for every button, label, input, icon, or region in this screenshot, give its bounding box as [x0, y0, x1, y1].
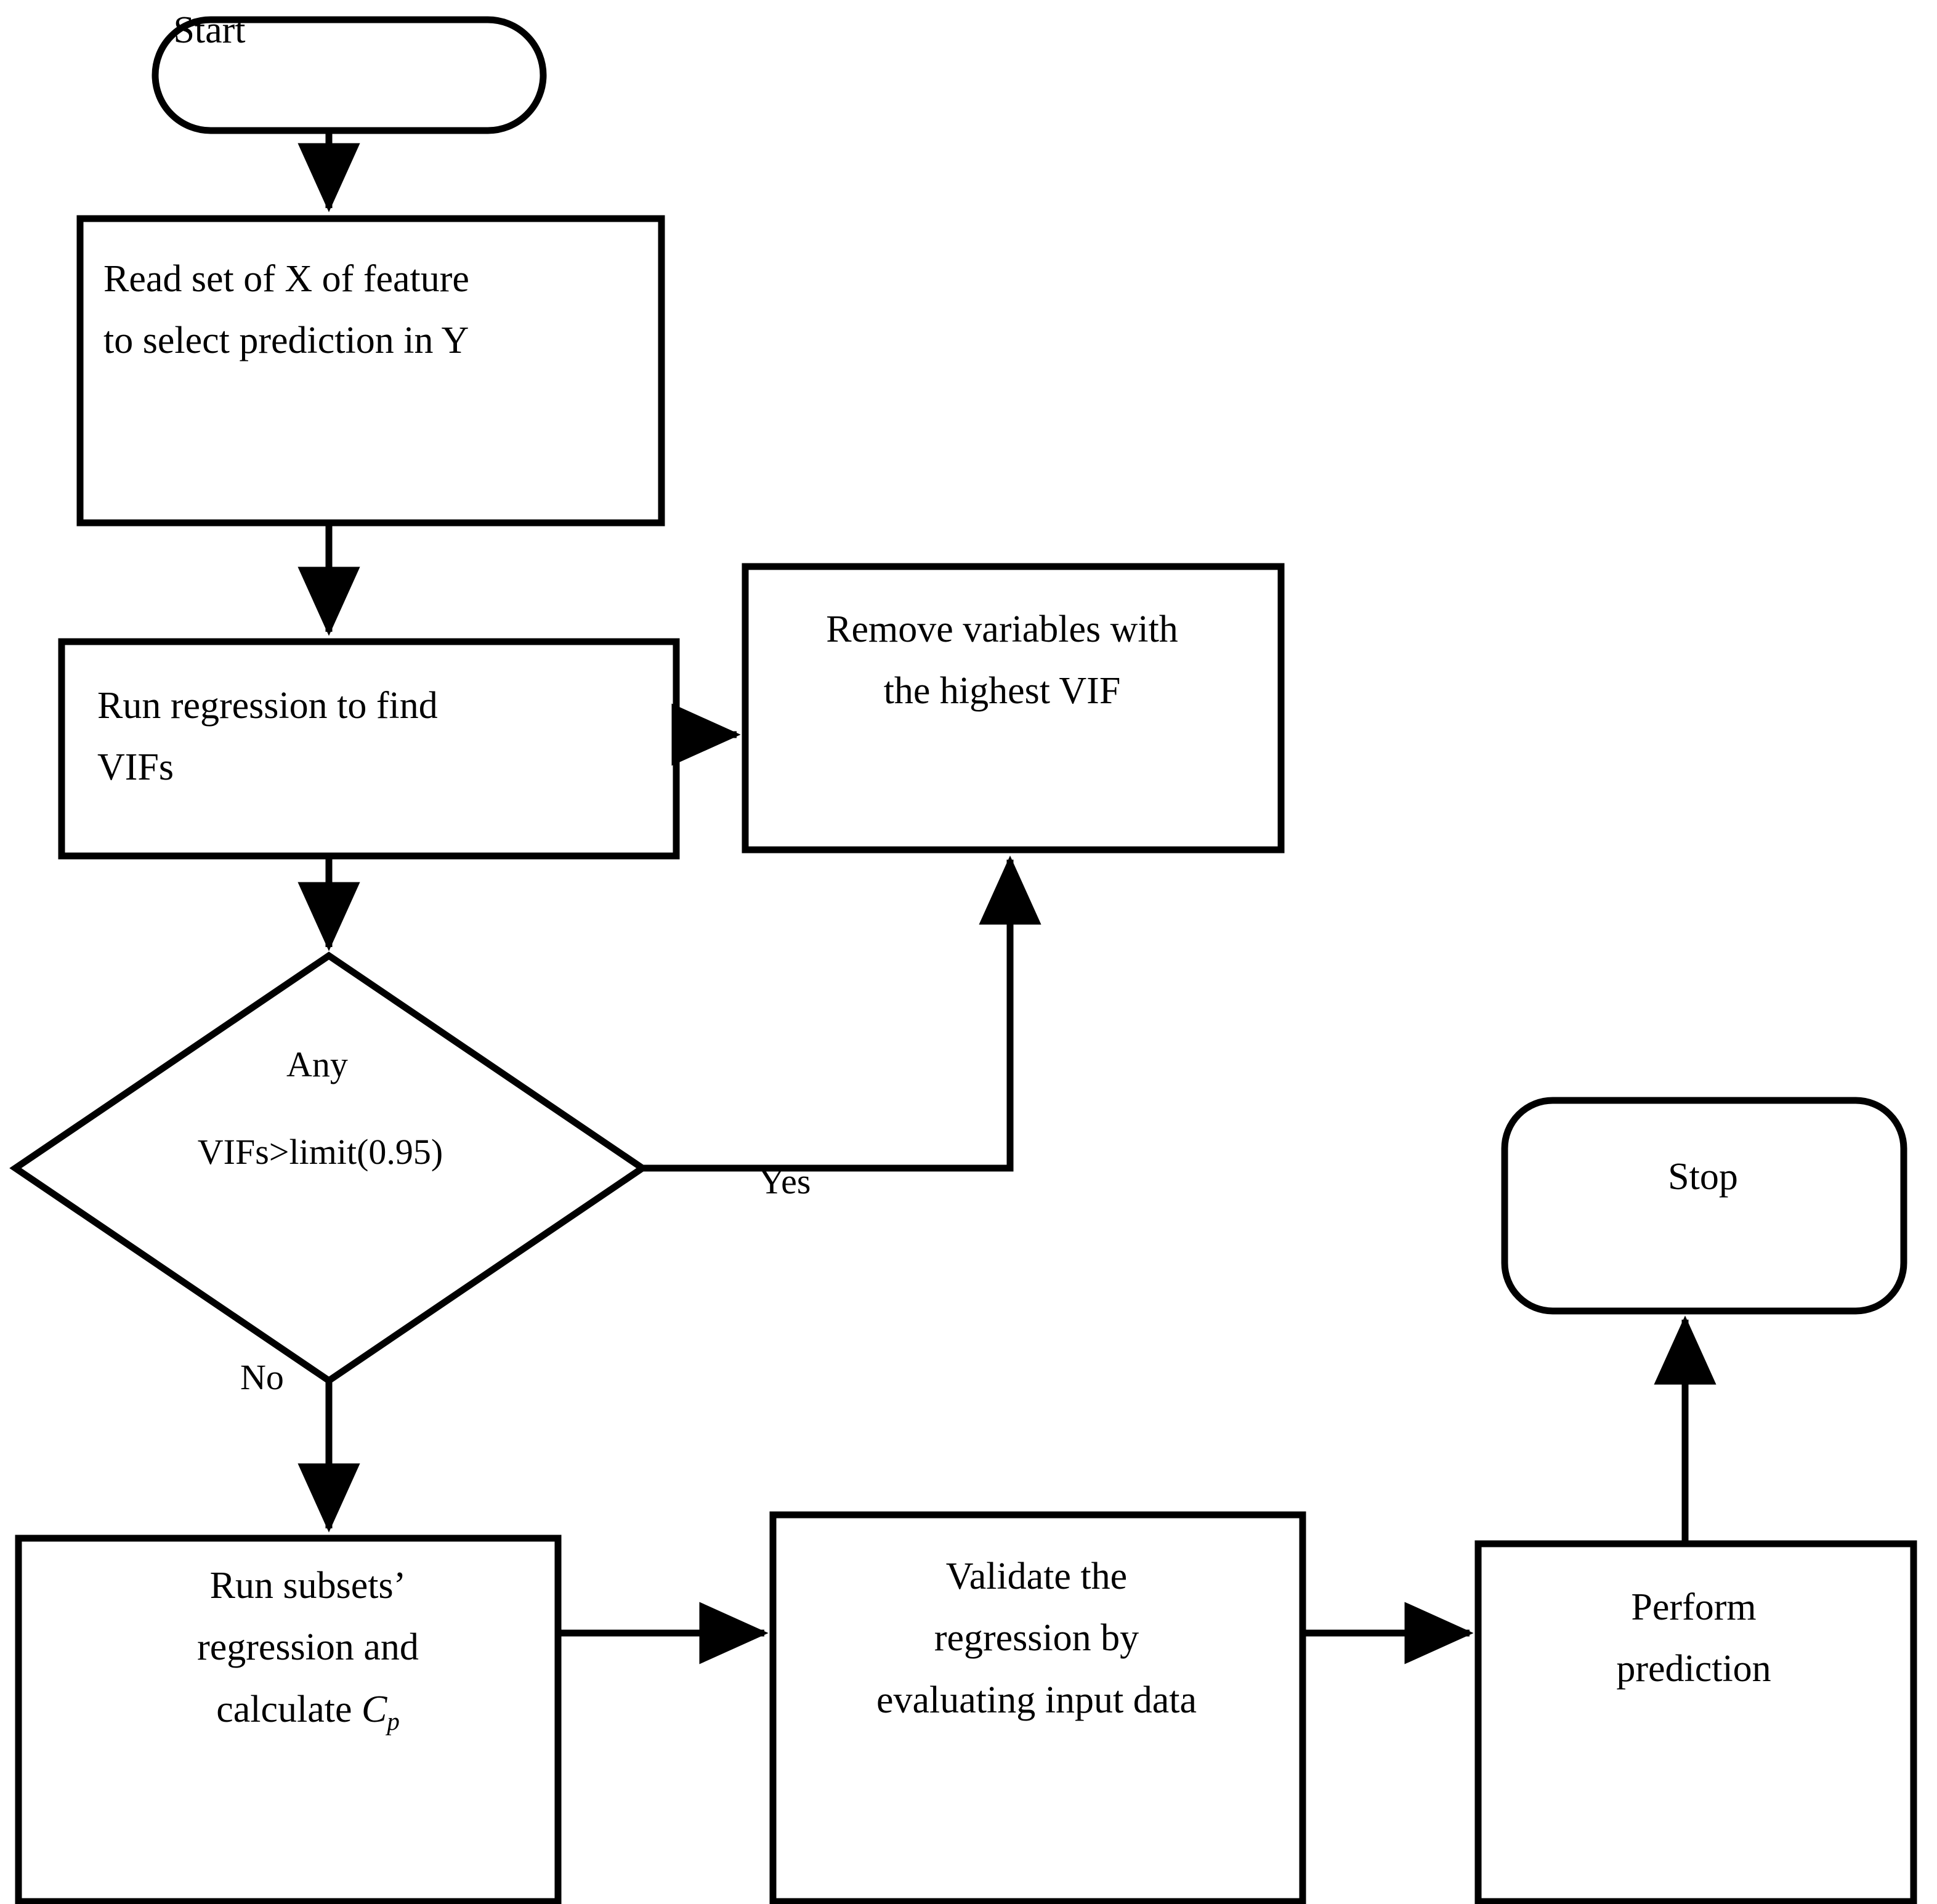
node-read-shape — [76, 215, 665, 526]
node-subsets-shape — [15, 1535, 562, 1904]
node-validate-shape — [769, 1511, 1306, 1904]
node-perform-shape — [1474, 1540, 1917, 1904]
edge-decision-yes-to-remove — [642, 855, 1041, 1172]
node-remove-shape — [742, 563, 1285, 853]
node-decision-shape — [9, 951, 649, 1385]
node-start-shape — [152, 16, 547, 134]
node-stop-shape — [1501, 1097, 1907, 1315]
node-run-regression-shape — [58, 638, 680, 860]
